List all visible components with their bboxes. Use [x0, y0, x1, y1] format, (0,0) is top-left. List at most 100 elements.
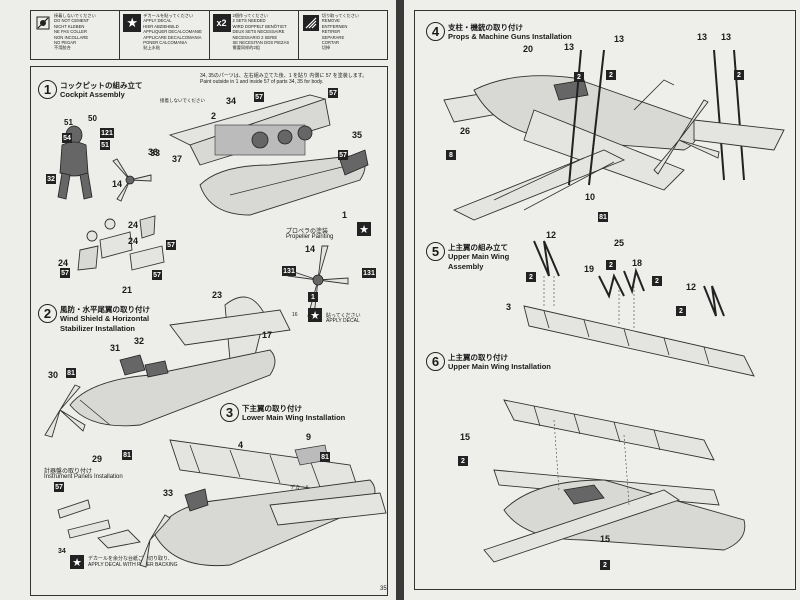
part-label: 14 — [305, 244, 316, 254]
page-number: 35 — [380, 586, 387, 592]
panel-decal-en: APPLY DECAL WITH PAPER BACKING — [88, 562, 178, 568]
legend-text: SE NECESITAN DOS PIEZAS — [232, 40, 290, 46]
legend-text: CORTAR — [321, 40, 340, 46]
legend-no-cement: 接着しないでください DO NOT CEMENT NICHT KLEBEN NE… — [31, 11, 121, 59]
paint-code-badge: 2 — [652, 276, 662, 286]
part-label: 25 — [614, 238, 625, 248]
step-4-title-en: Props & Machine Guns Installation — [448, 32, 572, 41]
legend-text: 需要同样的2组 — [232, 45, 260, 51]
symbol-legend: 接着しないでください DO NOT CEMENT NICHT KLEBEN NE… — [30, 10, 388, 60]
panel-decal-jp: デカールを余分な台紙ごと切り取り、 — [88, 556, 173, 562]
part-label: 23 — [212, 290, 223, 300]
paint-note-en: Paint outside in 1 and inside 57 of part… — [200, 79, 324, 85]
paint-code-badge: 8 — [446, 150, 456, 160]
legend-text: NECESSARIO 2 SERIE — [232, 34, 278, 40]
cut-icon — [302, 14, 320, 32]
part-label: 12 — [686, 282, 697, 292]
fuselage-halves-illustration — [168, 94, 369, 216]
no-cement-icon — [34, 14, 52, 32]
paint-code-badge: 2 — [606, 260, 616, 270]
part-label: 30 — [48, 370, 59, 380]
legend-text: NICHT KLEBEN — [54, 23, 85, 29]
do-not-cement-label: 接着しないでください — [160, 98, 205, 103]
paint-code-badge: 81 — [66, 368, 76, 378]
lower-wing-illustration — [139, 439, 387, 568]
paint-code-badge: 57 — [328, 88, 338, 98]
step-3-number: 3 — [220, 403, 239, 422]
step-5-title-jp: 上主翼の組み立て — [448, 243, 508, 252]
paint-code-badge: 57 — [54, 482, 64, 492]
fuselage-tail-illustration — [44, 296, 291, 438]
paint-code-badge: 57 — [338, 150, 348, 160]
part-label: 15 — [600, 534, 611, 544]
paint-code-badge: 2 — [574, 72, 584, 82]
part-label: 16 — [292, 312, 298, 318]
step-3-title-en: Lower Main Wing Installation — [242, 413, 346, 422]
part-label: 32 — [134, 336, 145, 346]
part-label: 17 — [262, 330, 273, 340]
star-icon: ★ — [123, 14, 142, 32]
part-label: 12 — [546, 230, 557, 240]
right-instruction-page: 4 支柱・機銃の取り付け Props & Machine Guns Instal… — [404, 0, 800, 600]
strut-detail-illustration — [693, 49, 785, 181]
part-label: 36 — [148, 147, 159, 157]
part-label: 51 — [64, 118, 73, 127]
step-6-number: 6 — [426, 352, 445, 371]
paint-code-badge: 32 — [46, 174, 56, 184]
step-2-number: 2 — [38, 304, 57, 323]
star-icon: ★ — [70, 555, 84, 569]
step-2-title-en: Wind Shield & Horizontal — [60, 314, 150, 323]
part-label: 24 — [128, 236, 139, 246]
x2-icon: x2 — [212, 14, 231, 32]
step-5-title-en-line2: Assembly — [448, 262, 484, 271]
part-label: 33 — [163, 488, 174, 498]
panel-title-en: Instrument Panels Installation — [44, 474, 123, 480]
paint-code-badge: 81 — [598, 212, 608, 222]
paint-code-badge: 2 — [526, 272, 536, 282]
part-label: 13 — [697, 32, 708, 42]
part-label: 34 — [226, 96, 237, 106]
paint-code-badge: 2 — [734, 70, 744, 80]
part-label: 4 — [238, 440, 244, 450]
legend-remove: 切り取ってください REMOVE ENTFERNEN RETIRER SEPAR… — [299, 11, 387, 59]
part-label: 10 — [585, 192, 596, 202]
star-icon: ★ — [308, 308, 322, 322]
legend-text: HIER ABZIEHBILD — [143, 23, 179, 29]
part-label: 2 — [211, 111, 217, 121]
legend-text: NON INCOLLARE — [54, 34, 89, 40]
legend-text: APPLY DECAL — [143, 18, 172, 24]
paint-code-badge: 51 — [100, 140, 110, 150]
legend-text: 切り取ってください — [321, 13, 360, 18]
legend-text: PONER CALCOMANIA — [143, 40, 187, 46]
paint-code-badge: 57 — [166, 240, 176, 250]
step-2-title-jp: 風防・水平尾翼の取り付け — [60, 305, 150, 314]
legend-text: RETIRER — [321, 29, 341, 35]
legend-text: 切掉 — [321, 45, 331, 51]
part-label: 13 — [614, 34, 625, 44]
part-label: 15 — [460, 432, 471, 442]
pilot-figure-illustration — [57, 125, 93, 200]
step-5-title-en: Upper Main Wing — [448, 252, 510, 261]
part-label: 29 — [92, 454, 103, 464]
paint-code-badge: 57 — [60, 268, 70, 278]
legend-text: DEUX SETS NECESSAIRE — [232, 29, 285, 35]
part-label: 24 — [128, 220, 139, 230]
prop-painting-en: Propeller Painting — [286, 234, 334, 240]
step-1-title-jp: コックピットの組み立て — [60, 81, 143, 90]
paint-code-badge: 57 — [254, 92, 264, 102]
paint-code-badge: 2 — [676, 306, 686, 316]
legend-text: 不用胶合 — [54, 45, 71, 51]
instrument-panel-illustration — [57, 499, 141, 549]
upper-wing-installation-illustration — [483, 399, 746, 563]
legend-text: SEPARARE — [321, 34, 345, 40]
part-label: 18 — [632, 258, 643, 268]
part-label: 21 — [122, 285, 133, 295]
legend-text: 2個作ってください — [232, 13, 269, 18]
part-label: 26 — [460, 126, 471, 136]
legend-apply-decal: ★ デカールを貼ってください APPLY DECAL HIER ABZIEHBI… — [120, 11, 210, 59]
upper-wing-assembly-illustration — [523, 240, 755, 377]
apply-decal-en: APPLY DECAL — [326, 318, 360, 324]
legend-text: APPLIQUER DECALCOMANIE — [143, 29, 202, 35]
legend-text: 2 SETS NEEDED — [232, 18, 266, 24]
paint-code-badge: 81 — [320, 452, 330, 462]
